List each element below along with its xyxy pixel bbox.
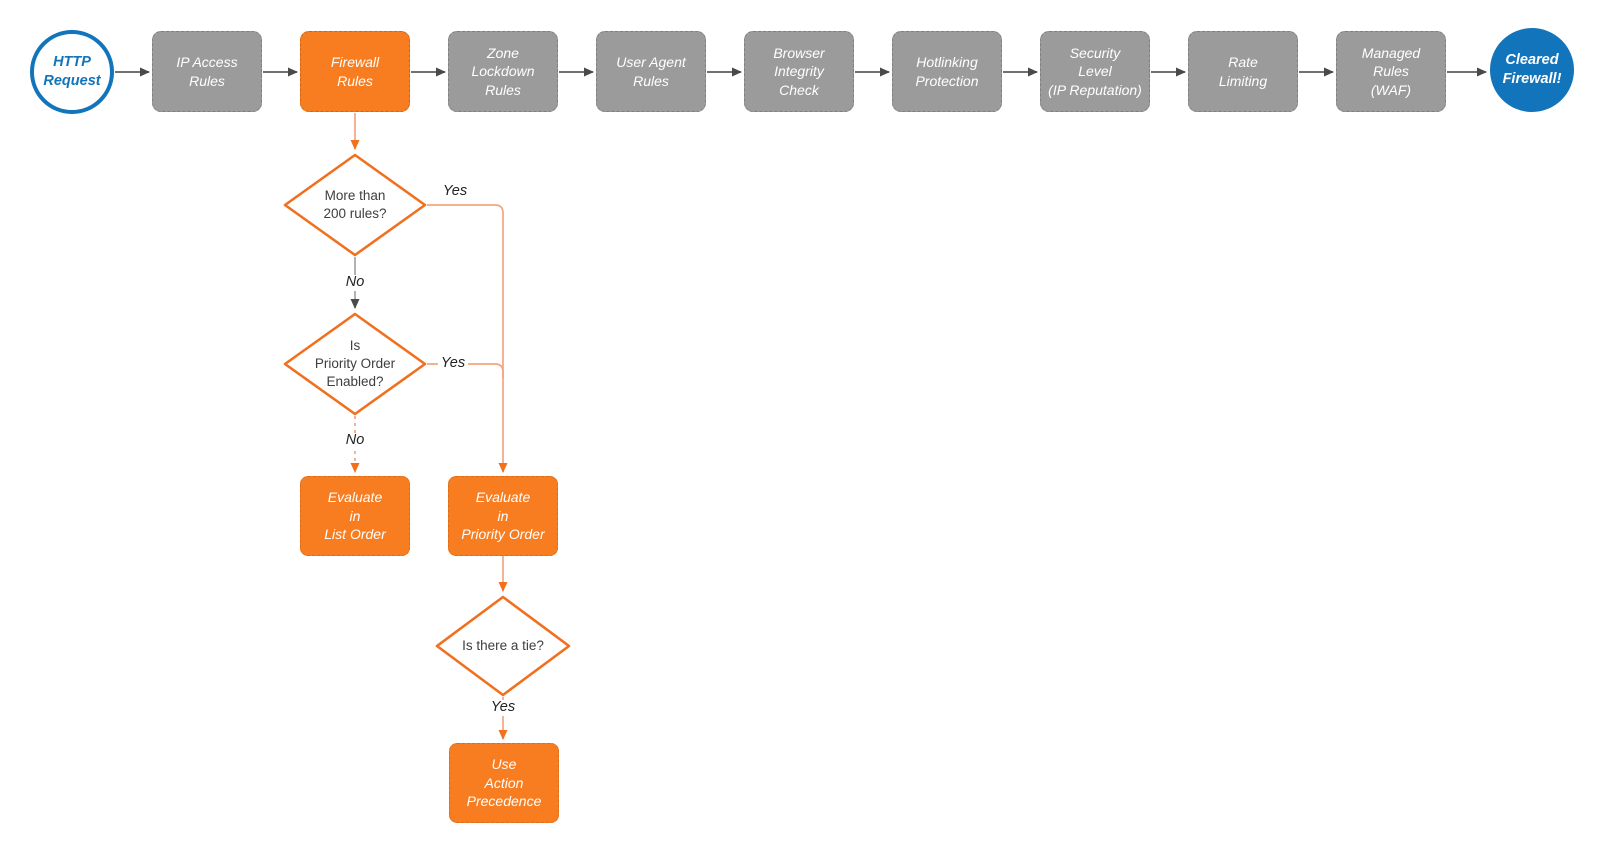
stage-user-agent-rules: User Agent Rules <box>596 31 706 112</box>
action-evaluate-in-list-order: Evaluate in List Order <box>300 476 410 556</box>
edge-label-yes-more-rules: Yes <box>442 183 468 200</box>
stage-security-level: Security Level (IP Reputation) <box>1040 31 1150 112</box>
edge-yes-more-rules-to-priority-order <box>427 204 508 473</box>
stage-rate-limiting: Rate Limiting <box>1188 31 1298 112</box>
stage-ip-access-rules: IP Access Rules <box>152 31 262 112</box>
decision-label: More than 200 rules? <box>323 187 387 221</box>
decision-label: Is there a tie? <box>462 637 544 653</box>
stage-zone-lockdown-rules: Zone Lockdown Rules <box>448 31 558 112</box>
stage-label: Browser Integrity Check <box>773 44 825 98</box>
stage-label: Hotlinking Protection <box>915 54 979 89</box>
edge-label-no-more-rules: No <box>342 274 368 291</box>
end-node-label: Cleared Firewall! <box>1502 52 1562 87</box>
edge-label-yes-tie: Yes <box>487 699 519 716</box>
end-node-cleared-firewall: Cleared Firewall! <box>1490 28 1574 112</box>
stage-browser-integrity-check: Browser Integrity Check <box>744 31 854 112</box>
diamond-shape <box>283 153 427 257</box>
decision-label: Is Priority Order Enabled? <box>314 337 396 390</box>
stage-label: Zone Lockdown Rules <box>471 44 535 98</box>
action-evaluate-in-priority-order: Evaluate in Priority Order <box>448 476 558 556</box>
diamond-shape <box>435 595 571 697</box>
diamond-shape <box>283 312 427 416</box>
stage-label: Firewall Rules <box>330 54 380 89</box>
stage-label: Managed Rules (WAF) <box>1361 44 1421 98</box>
action-label: Evaluate in List Order <box>324 489 386 543</box>
stage-label: IP Access Rules <box>176 54 238 89</box>
stage-label: Security Level (IP Reputation) <box>1048 44 1142 98</box>
edge-label-yes-priority: Yes <box>437 355 469 372</box>
stage-firewall-rules: Firewall Rules <box>300 31 410 112</box>
action-label: Evaluate in Priority Order <box>461 489 545 543</box>
start-node-http-request: HTTP Request <box>30 30 114 114</box>
decision-priority-order-enabled: Is Priority Order Enabled? <box>283 312 427 416</box>
stage-label: Rate Limiting <box>1218 54 1268 89</box>
stage-managed-rules-waf: Managed Rules (WAF) <box>1336 31 1446 112</box>
stage-label: User Agent Rules <box>616 54 686 89</box>
decision-more-than-200-rules: More than 200 rules? <box>283 153 427 257</box>
action-label: Use Action Precedence <box>466 756 542 810</box>
action-use-action-precedence: Use Action Precedence <box>449 743 559 823</box>
decision-is-there-a-tie: Is there a tie? <box>435 595 571 697</box>
stage-hotlinking-protection: Hotlinking Protection <box>892 31 1002 112</box>
edge-yes-priority-merge <box>427 363 504 378</box>
edge-label-no-priority: No <box>342 432 368 449</box>
start-node-label: HTTP Request <box>43 54 101 89</box>
